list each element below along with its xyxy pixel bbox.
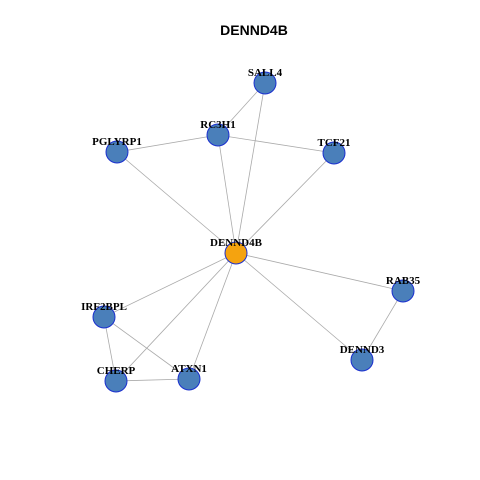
edge-rab35-dennd3 [361,290,404,361]
node-circle [391,279,415,303]
node-rc3h1: RC3H1 [200,119,236,147]
node-label: RAB35 [386,275,421,287]
node-sall4: SALL4 [248,67,283,95]
node-circle [177,367,201,391]
edge-sall4-rc3h1 [217,82,266,136]
edge-layer [103,82,404,382]
node-label: SALL4 [248,67,283,79]
diagram-title: DENND4B [220,22,288,38]
node-atxn1: ATXN1 [171,363,207,391]
node-circle [224,241,248,265]
edge-sall4-dennd4b [235,82,266,254]
node-circle [322,141,346,165]
node-label: RC3H1 [200,119,235,131]
edge-cherp-atxn1 [115,378,190,382]
node-label: PGLYRP1 [92,136,142,148]
edge-irf2bpl-atxn1 [103,316,190,380]
node-rab35: RAB35 [386,275,421,303]
edge-dennd4b-atxn1 [188,252,237,380]
node-circle [253,71,277,95]
edge-dennd4b-irf2bpl [103,252,237,318]
node-label: ATXN1 [171,363,207,375]
edge-rc3h1-tcf21 [217,134,335,154]
edge-rc3h1-dennd4b [217,134,237,254]
node-label: DENND3 [340,344,385,356]
node-pglyrp1: PGLYRP1 [92,136,142,164]
node-circle [350,348,374,372]
node-label: TCF21 [318,137,351,149]
node-dennd4b: DENND4B [210,237,263,265]
node-irf2bpl: IRF2BPL [81,301,127,329]
edge-tcf21-dennd4b [235,152,335,254]
edge-pglyrp1-dennd4b [116,151,237,254]
edge-rc3h1-pglyrp1 [116,134,219,153]
edge-dennd4b-rab35 [235,252,404,292]
node-circle [206,123,230,147]
node-tcf21: TCF21 [318,137,351,165]
node-circle [92,305,116,329]
edge-dennd4b-dennd3 [235,252,363,361]
node-label: CHERP [97,365,136,377]
node-dennd3: DENND3 [340,344,385,372]
node-label: DENND4B [210,237,263,249]
edge-dennd4b-cherp [115,252,237,382]
node-circle [105,140,129,164]
node-label: IRF2BPL [81,301,127,313]
node-cherp: CHERP [97,365,136,393]
node-circle [104,369,128,393]
